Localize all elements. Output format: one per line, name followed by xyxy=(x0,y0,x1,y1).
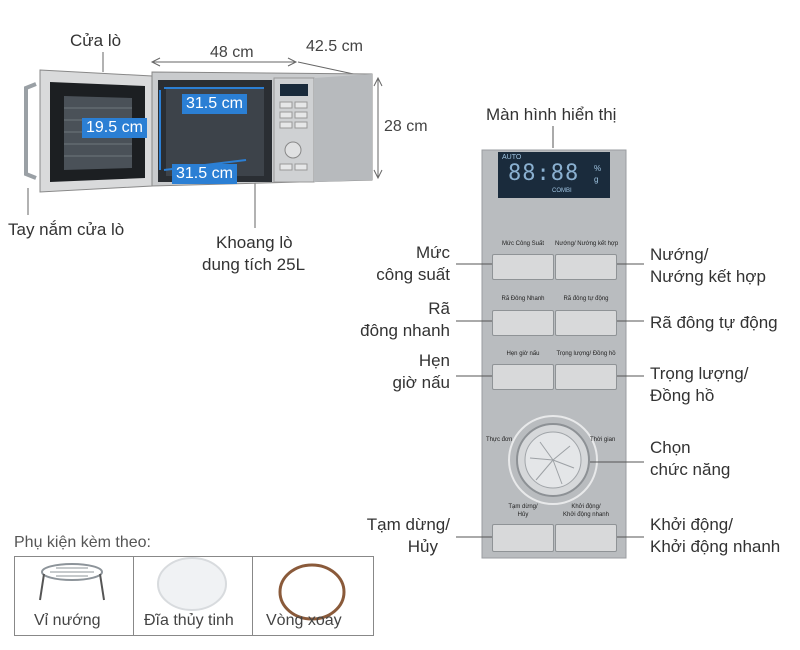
cavity-label-2: dung tích 25L xyxy=(202,255,306,274)
stop-cancel-button[interactable] xyxy=(492,524,554,552)
display-gram: g xyxy=(594,175,599,184)
dial-time-text: Thời gian xyxy=(590,437,616,443)
width-dimension: 48 cm xyxy=(210,44,254,61)
btn-auto-defrost-text: Rã đông tự động xyxy=(563,296,609,302)
callout-weight-2: Đồng hồ xyxy=(650,386,715,405)
door-label: Cửa lò xyxy=(70,31,122,50)
btn-quick-defrost-text: Rã Đông Nhanh xyxy=(501,296,545,302)
accessory-label-plate: Đĩa thủy tinh xyxy=(144,612,234,629)
dial-menu-text: Thực đơn xyxy=(486,437,513,443)
btn-grill-text: Nướng/ Nướng kết hợp xyxy=(555,241,619,247)
callout-power-2: công suất xyxy=(376,265,450,284)
grill-button[interactable] xyxy=(555,254,617,280)
btn-power-text: Mức Công Suất xyxy=(501,241,545,247)
callout-grill-2: Nướng kết hợp xyxy=(650,267,766,286)
callout-auto-defrost: Rã đông tự động xyxy=(650,313,778,332)
callout-stop-1: Tạm dừng/ xyxy=(366,515,450,534)
btn-start-text-2: Khởi động nhanh xyxy=(563,512,609,518)
glass-plate-icon xyxy=(157,557,227,611)
cavity-label-1: Khoang lò xyxy=(216,233,293,252)
btn-start-text-1: Khởi động/ xyxy=(571,504,601,510)
height-dimension: 28 cm xyxy=(384,118,428,135)
callout-stop-2: Hủy xyxy=(407,537,438,556)
display-digits: 88:88 xyxy=(508,161,580,186)
callout-function-1: Chọn xyxy=(650,438,691,457)
inner-width-badge: 31.5 cm xyxy=(182,94,247,114)
start-button[interactable] xyxy=(555,524,617,552)
oven-body xyxy=(151,71,373,187)
btn-stop-text-1: Tạm dừng/ xyxy=(508,504,538,510)
callout-timer-2: giờ nấu xyxy=(392,373,450,392)
accessories-title: Phụ kiện kèm theo: xyxy=(14,534,151,551)
accessory-label-ring: Vòng xoay xyxy=(266,612,342,629)
inner-height-badge: 19.5 cm xyxy=(82,118,147,138)
quick-defrost-button[interactable] xyxy=(492,310,554,336)
display-callout: Màn hình hiển thị xyxy=(486,105,617,124)
weight-clock-button[interactable] xyxy=(555,364,617,390)
btn-weight-text: Trọng lượng/ Đồng hồ xyxy=(556,351,616,357)
grill-rack-icon xyxy=(39,563,105,601)
display-combi: COMBI xyxy=(552,188,572,194)
callout-function-2: chức năng xyxy=(650,460,731,479)
callout-quick-2: đông nhanh xyxy=(360,321,450,340)
auto-defrost-button[interactable] xyxy=(555,310,617,336)
callout-quick-1: Rã xyxy=(428,299,450,318)
inner-depth-badge: 31.5 cm xyxy=(172,164,237,184)
roller-ring-icon xyxy=(278,563,346,621)
power-level-button[interactable] xyxy=(492,254,554,280)
callout-start-1: Khởi động/ xyxy=(650,515,733,534)
callout-timer-1: Hẹn xyxy=(418,351,450,370)
depth-dimension: 42.5 cm xyxy=(306,38,363,55)
handle-label: Tay nắm cửa lò xyxy=(8,220,125,239)
door-handle xyxy=(24,82,37,180)
display-percent: % xyxy=(594,164,602,173)
accessory-box-ring xyxy=(252,556,374,636)
display-screen xyxy=(498,152,610,198)
accessory-label-rack: Vỉ nướng xyxy=(34,612,101,629)
btn-timer-text: Hẹn giờ nấu xyxy=(506,351,540,357)
callout-weight-1: Trọng lượng/ xyxy=(650,364,749,383)
callout-grill-1: Nướng/ xyxy=(650,245,709,264)
control-panel xyxy=(481,149,627,559)
function-dial xyxy=(508,415,598,505)
callout-start-2: Khởi động nhanh xyxy=(650,537,781,556)
display-auto: AUTO xyxy=(502,154,522,161)
callout-power-1: Mức xyxy=(415,243,450,262)
btn-stop-text-2: Hủy xyxy=(517,512,529,518)
timer-button[interactable] xyxy=(492,364,554,390)
